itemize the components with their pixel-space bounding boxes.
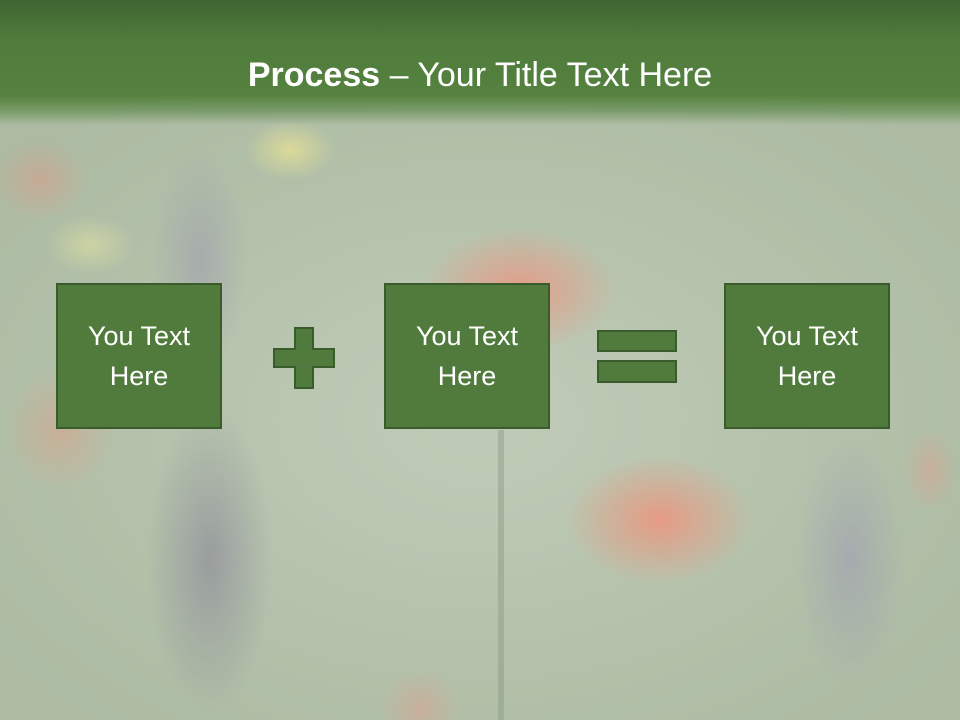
process-box-line2: Here xyxy=(437,361,497,391)
process-box-text: You Text Here xyxy=(416,316,518,396)
title-bar: Process – Your Title Text Here xyxy=(0,0,960,125)
plus-icon xyxy=(273,327,335,389)
process-box-2[interactable]: You Text Here xyxy=(384,283,550,429)
process-box-line2: Here xyxy=(777,361,837,391)
process-box-1[interactable]: You Text Here xyxy=(56,283,222,429)
process-box-line1: You Text xyxy=(415,321,519,351)
title-bold: Process xyxy=(247,56,381,94)
background-stem xyxy=(498,430,504,720)
process-box-3[interactable]: You Text Here xyxy=(724,283,890,429)
process-box-line1: You Text xyxy=(755,321,859,351)
slide-title: Process – Your Title Text Here xyxy=(0,50,960,100)
process-box-text: You Text Here xyxy=(756,316,858,396)
process-box-line2: Here xyxy=(109,361,169,391)
title-rest: – Your Title Text Here xyxy=(380,56,713,94)
equals-icon xyxy=(597,330,677,383)
process-box-text: You Text Here xyxy=(88,316,190,396)
process-box-line1: You Text xyxy=(87,321,191,351)
